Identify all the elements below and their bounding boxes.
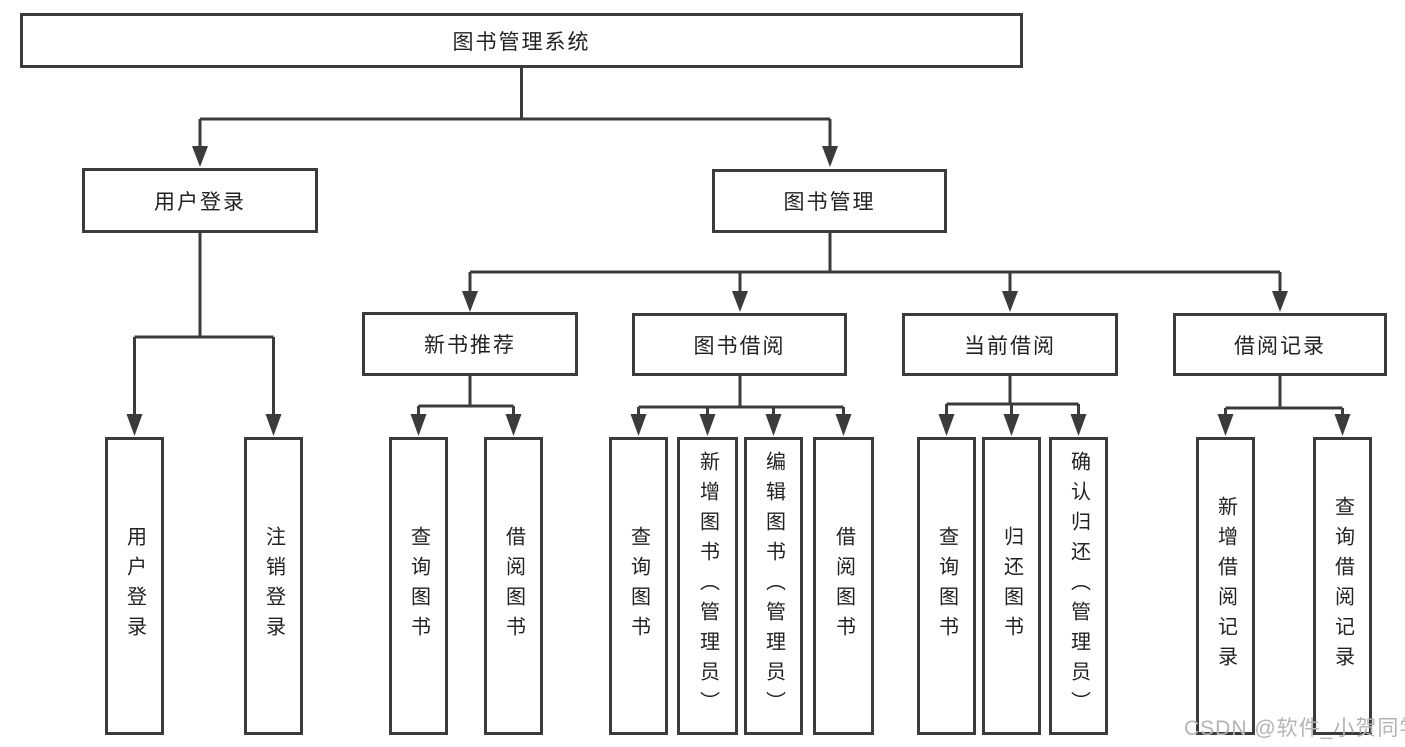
node-current-borrow: 当前借阅	[902, 313, 1118, 376]
leaf-confirm-return-admin: 确认归还（管理员）	[1049, 437, 1108, 735]
leaf-add-borrow-record: 新增借阅记录	[1196, 437, 1255, 735]
leaf-label: 注销登录	[262, 526, 285, 646]
leaf-label: 归还图书	[1000, 526, 1023, 646]
leaf-label: 查询图书	[407, 526, 430, 646]
leaf-query-books-1: 查询图书	[389, 437, 448, 735]
leaf-label: 查询图书	[627, 526, 650, 646]
node-book-borrow: 图书借阅	[632, 313, 847, 376]
leaf-label: 新增借阅记录	[1214, 496, 1237, 676]
watermark: CSDN @软件_小贺同学	[1184, 717, 1405, 740]
leaf-query-borrow-record: 查询借阅记录	[1313, 437, 1372, 735]
node-user-login: 用户登录	[82, 168, 318, 233]
node-new-book-recommend: 新书推荐	[362, 312, 578, 376]
leaf-label: 编辑图书（管理员）	[762, 451, 785, 721]
leaf-return-book: 归还图书	[982, 437, 1041, 735]
leaf-label: 借阅图书	[502, 526, 525, 646]
leaf-borrow-books-2: 借阅图书	[813, 437, 874, 735]
leaf-label: 确认归还（管理员）	[1067, 451, 1090, 721]
leaf-logout: 注销登录	[244, 437, 303, 735]
leaf-label: 新增图书（管理员）	[696, 451, 719, 721]
leaf-label: 借阅图书	[832, 526, 855, 646]
leaf-query-books-2: 查询图书	[609, 437, 668, 735]
node-root: 图书管理系统	[20, 13, 1023, 68]
leaf-label: 查询借阅记录	[1331, 496, 1354, 676]
leaf-borrow-books-1: 借阅图书	[484, 437, 543, 735]
node-borrow-records: 借阅记录	[1173, 313, 1387, 376]
leaf-label: 查询图书	[935, 526, 958, 646]
leaf-label: 用户登录	[123, 526, 146, 646]
leaf-query-books-3: 查询图书	[917, 437, 976, 735]
leaf-edit-book-admin: 编辑图书（管理员）	[744, 437, 803, 735]
node-book-management: 图书管理	[712, 169, 947, 233]
leaf-add-book-admin: 新增图书（管理员）	[677, 437, 738, 735]
leaf-user-login: 用户登录	[105, 437, 164, 735]
